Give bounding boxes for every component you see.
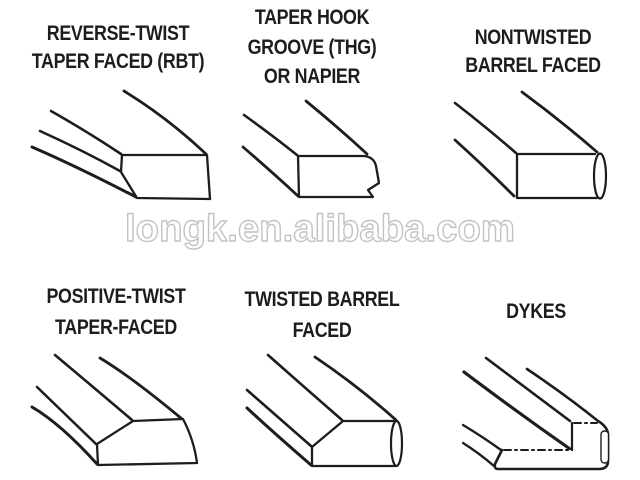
label-line: BARREL FACED (465, 54, 601, 77)
sweep-line (313, 355, 398, 422)
sweep-line (122, 89, 208, 156)
ring-cross-section (515, 152, 599, 200)
label-positive-twist-taper-faced: POSITIVE-TWIST TAPER-FACED (31, 281, 201, 343)
figure-nontwisted-barrel-drawing (453, 90, 608, 200)
sweep-line (245, 406, 313, 467)
label-line: TAPER FACED (RBT) (31, 50, 205, 73)
barrel-end-face (389, 419, 404, 468)
sweep-line (304, 99, 369, 156)
sweep-line (462, 370, 572, 451)
sweep-line (242, 113, 299, 157)
sweep-line (38, 129, 122, 173)
sweep-line (453, 138, 516, 198)
label-line: FACED (292, 319, 352, 342)
sweep-line (453, 101, 518, 155)
sweep-line (484, 356, 572, 423)
label-line: TAPER-FACED (55, 316, 177, 339)
ring-cross-section (119, 153, 212, 201)
ring-cross-section (296, 154, 381, 199)
label-reverse-twist-taper-faced: REVERSE-TWIST TAPER FACED (RBT) (18, 20, 219, 76)
label-nontwisted-barrel-faced: NONTWISTED BARREL FACED (448, 24, 618, 80)
label-line: TWISTED BARREL (244, 288, 400, 311)
figure-reverse-twist-drawing (30, 89, 212, 201)
label-taper-hook-groove: TAPER HOOK GROOVE (THG) OR NAPIER (227, 3, 397, 92)
label-dykes: DYKES (451, 296, 621, 327)
sweep-line (520, 90, 599, 154)
sweep-line (266, 353, 344, 422)
figure-positive-twist-drawing (30, 353, 199, 467)
ring-cross-section (95, 417, 199, 467)
label-line: REVERSE-TWIST (46, 22, 190, 45)
label-line: DYKES (506, 300, 566, 323)
sweep-line (30, 145, 138, 199)
label-line: GROOVE (THG) (247, 35, 377, 59)
sweep-line (461, 423, 503, 452)
sweep-line (245, 388, 313, 448)
label-twisted-barrel-faced: TWISTED BARREL FACED (237, 284, 407, 346)
sweep-line (53, 353, 134, 422)
sweep-line (98, 356, 184, 421)
sweep-line (49, 109, 123, 156)
l-section-fill (495, 423, 608, 469)
figure-twisted-barrel-drawing (245, 353, 404, 468)
ring-cross-section (310, 419, 397, 468)
end-face-detail (600, 430, 610, 464)
figure-dykes-drawing (461, 356, 610, 471)
sweep-line (241, 145, 300, 198)
label-line: TAPER HOOK (254, 6, 370, 29)
figure-taper-hook-groove-drawing (241, 99, 381, 199)
label-line: NONTWISTED (474, 26, 592, 49)
barrel-end-face (592, 152, 608, 200)
label-line: OR NAPIER (263, 65, 361, 88)
label-line: POSITIVE-TWIST (46, 285, 186, 308)
sweep-line (30, 405, 99, 466)
sweep-line (35, 385, 98, 446)
sweep-line (461, 441, 496, 468)
watermark-text: longk.en.alibaba.com (125, 208, 515, 250)
